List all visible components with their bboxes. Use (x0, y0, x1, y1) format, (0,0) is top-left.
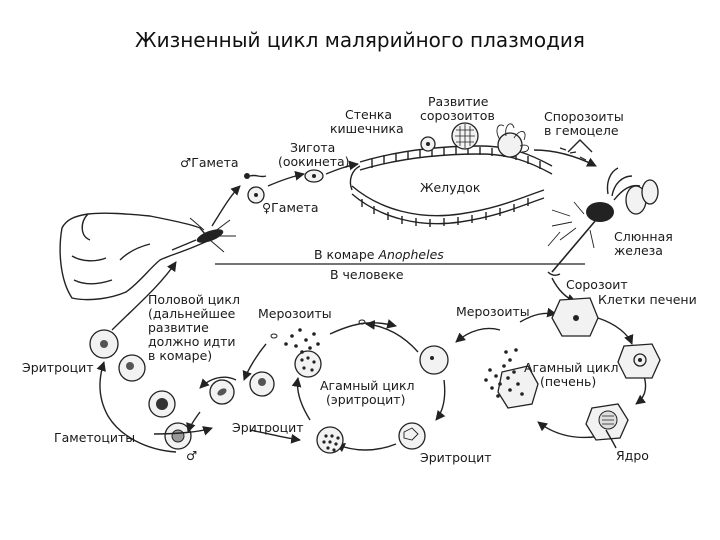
label-merozoites-left: Мерозоиты (258, 306, 332, 321)
male-gamete-icon (244, 173, 267, 179)
rbc-left-mid (118, 354, 146, 382)
sporozoite-marks (559, 147, 587, 161)
female-gamete-icon (247, 186, 265, 204)
merozoite-single (270, 319, 366, 339)
label-sporo-dev-2: сорозоитов (420, 108, 495, 123)
gametocyte-female (148, 390, 176, 418)
label-sexual-3: развитие (148, 320, 209, 335)
arrow-zygote-to-wall (325, 160, 359, 175)
hand-illustration (59, 212, 212, 301)
rbc-cycle (291, 319, 446, 453)
label-hemocoel-1: Спорозоиты (544, 109, 624, 124)
label-erythrocyte-mid: Эритроцит (232, 420, 304, 435)
label-merozoites-right: Мерозоиты (456, 304, 530, 319)
label-sexual-1: Половой цикл (148, 292, 240, 307)
label-asex-rbc-1: Агамный цикл (320, 378, 415, 393)
merozoite-dots-left (284, 328, 320, 354)
salivary-gland-icon (547, 167, 659, 273)
label-salivary-2: железа (614, 243, 663, 258)
gametocyte-male (164, 422, 192, 450)
rbc-merozoite-cluster (316, 426, 344, 454)
label-sporozoite: Сорозоит (566, 277, 628, 292)
label-hemocoel-2: в гемоцеле (544, 123, 619, 138)
rbc-left-top (89, 329, 119, 359)
label-asex-rbc-2: (эритроцит) (326, 392, 405, 407)
liver-cell-2 (617, 343, 661, 379)
oocyst-small-icon (420, 136, 436, 152)
page-title: Жизненный цикл малярийного плазмодия (135, 28, 585, 52)
rbc-ring-left (209, 379, 235, 405)
label-nucleus: Ядро (616, 448, 649, 463)
label-gut-wall-2: кишечника (330, 121, 404, 136)
label-in-mosquito: В комаре Anopheles (314, 247, 444, 262)
label-gametocytes: Гаметоциты (54, 430, 135, 445)
label-zygote-1: Зигота (290, 140, 335, 155)
mosquito-icon (171, 217, 236, 253)
liver-cell-3 (585, 403, 629, 441)
oocyst-large-icon (451, 122, 479, 150)
label-asex-liver-2: (печень) (540, 374, 596, 389)
liver-cell-1 (551, 297, 599, 337)
arrow-gamete-to-zygote (267, 170, 305, 187)
label-stomach: Желудок (420, 180, 481, 195)
label-female-gamete: ♀Гамета (262, 200, 319, 215)
label-asex-liver-1: Агамный цикл (524, 360, 619, 375)
rbc-trophozoite-left (249, 371, 275, 397)
label-male-sign: ♂ (186, 448, 197, 463)
label-sexual-4: должно идти (148, 334, 236, 349)
stomach-outline (351, 185, 545, 227)
rbc-with-ring (419, 345, 449, 375)
label-erythrocyte-left: Эритроцит (22, 360, 94, 375)
oocyst-bursting-icon (496, 123, 529, 158)
label-in-human: В человеке (330, 267, 404, 282)
label-gut-wall-1: Стенка (345, 107, 392, 122)
label-male-gamete: ♂Гамета (180, 155, 239, 170)
label-erythrocyte-bottom: Эритроцит (420, 450, 492, 465)
gut-wall-upper (359, 145, 553, 175)
label-salivary-1: Слюнная (614, 229, 673, 244)
merozoite-dots-right (484, 348, 524, 398)
label-sporo-dev-1: Развитие (428, 94, 489, 109)
arrow-to-gametes (211, 185, 241, 227)
rbc-segmenting (294, 350, 322, 378)
label-sexual-5: в комаре) (148, 348, 212, 363)
label-liver-cells: Клетки печени (598, 292, 697, 307)
zygote-icon (304, 169, 324, 183)
arrow-liver-to-blood (455, 327, 501, 343)
rbc-schizont (398, 422, 426, 450)
arrow-to-hemocoel (533, 149, 597, 167)
label-zygote-2: (оокинета) (278, 154, 350, 169)
label-sexual-2: (дальнейшее (148, 306, 236, 321)
